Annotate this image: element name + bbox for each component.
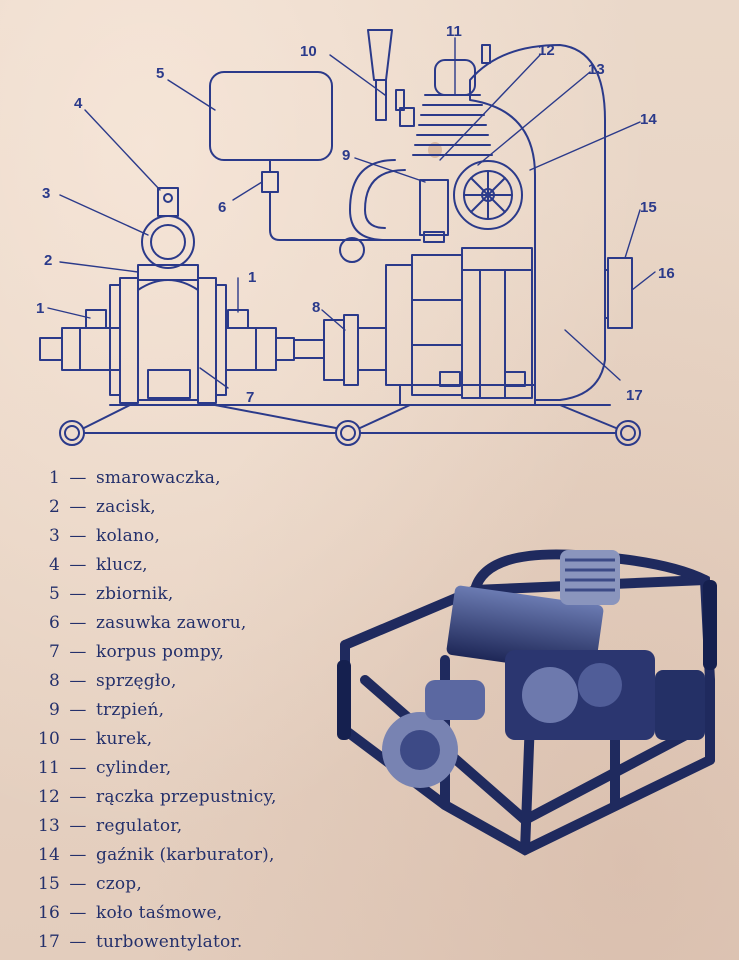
fuel-tank — [209, 71, 421, 263]
photo-handles — [337, 580, 717, 740]
leader-lines — [47, 37, 656, 389]
pump-body — [39, 264, 295, 404]
label-3: 3 — [42, 185, 50, 202]
exhaust-pipe — [367, 29, 415, 127]
pump-photo — [337, 549, 717, 856]
label-15: 15 — [640, 199, 657, 216]
label-8: 8 — [312, 299, 320, 316]
label-17: 17 — [626, 387, 643, 404]
label-16: 16 — [658, 265, 675, 282]
flywheel — [349, 159, 523, 243]
base-frame — [59, 404, 641, 446]
elbow-pipe — [141, 187, 195, 269]
label-9: 9 — [342, 147, 350, 164]
label-5: 5 — [156, 65, 164, 82]
diagram-labels: 1 1 2 3 4 5 6 7 8 9 10 11 12 13 14 15 16… — [36, 23, 675, 406]
label-1a: 1 — [36, 300, 44, 317]
pump-diagram: 1 1 2 3 4 5 6 7 8 9 10 11 12 13 14 15 16… — [36, 23, 675, 446]
label-12: 12 — [538, 42, 555, 59]
cylinder-fins — [412, 44, 493, 156]
label-2: 2 — [44, 252, 52, 269]
label-10: 10 — [300, 43, 317, 60]
label-6: 6 — [218, 199, 226, 216]
label-13: 13 — [588, 61, 605, 78]
label-1b: 1 — [248, 269, 256, 286]
engine-block — [385, 247, 536, 406]
label-14: 14 — [640, 111, 657, 128]
fan-housing — [469, 44, 633, 401]
photo-engine — [382, 550, 705, 788]
label-11: 11 — [446, 23, 462, 40]
label-7: 7 — [246, 389, 254, 406]
label-4: 4 — [74, 95, 83, 112]
